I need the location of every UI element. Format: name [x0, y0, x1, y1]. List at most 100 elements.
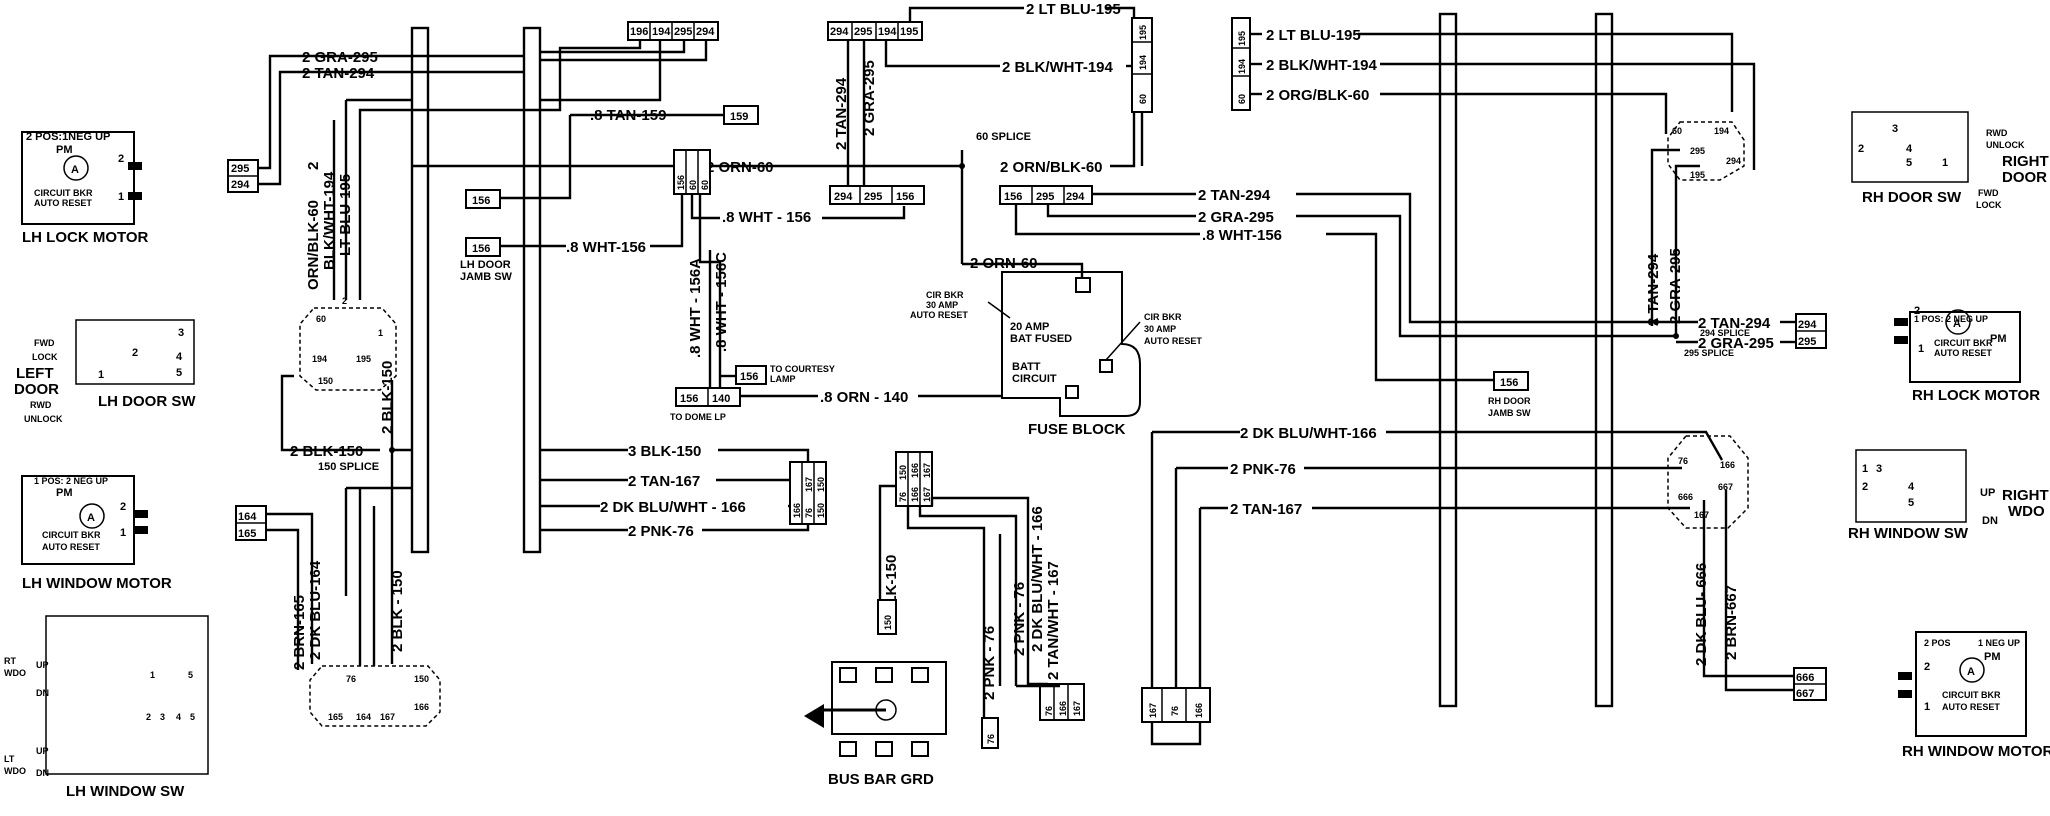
lh-window-motor-title: LH WINDOW MOTOR [22, 575, 172, 592]
reset-label: AUTO RESET [1934, 348, 1992, 358]
pin-label: 2 [132, 347, 138, 359]
wire-label: 2 BLK - 150 [389, 570, 406, 652]
pin-label: 150 [318, 376, 333, 386]
pin-label: 60 [316, 314, 326, 324]
pin-label: 1 [1942, 157, 1948, 169]
terminal-167: 167 [922, 463, 932, 478]
breaker-label: CIRCUIT BKR [1942, 690, 2001, 700]
pin-label: 1 [118, 191, 124, 203]
terminal-156: 156 [1500, 377, 1518, 389]
bus-bar-grd: BUS BAR GRD [804, 661, 947, 788]
terminal-box [877, 599, 897, 635]
lh-door-door: DOOR [14, 381, 59, 398]
lh-wsw-wdo: WDO [4, 668, 26, 678]
lh-lock-motor-title: LH LOCK MOTOR [22, 229, 149, 246]
terminal-194: 194 [652, 26, 671, 38]
pin-label: 3 [160, 712, 165, 722]
terminal-60: 60 [688, 180, 698, 190]
fuse-label: 30 AMP [1144, 324, 1176, 334]
lh-wsw-rt: RT [4, 656, 16, 666]
wire-label: 2 DK BLU-164 [307, 560, 324, 660]
pin-label: 3 [1876, 463, 1882, 475]
terminal-76: 76 [804, 508, 814, 518]
rh-door-unlock: UNLOCK [1986, 140, 2025, 150]
terminal-60: 60 [700, 180, 710, 190]
terminal-295: 295 [1798, 336, 1816, 348]
rh-window-terminals: 666 667 [1793, 667, 1827, 701]
wire-label: BLK/WHT-194 [321, 171, 338, 270]
bus-terminal [911, 667, 929, 683]
connector-outline [1667, 121, 1745, 181]
terminal-156: 156 [472, 195, 490, 207]
rh-lock-terminals: 294 295 [1795, 313, 1827, 349]
terminal-156: 156 [676, 175, 686, 190]
terminal-76: 76 [898, 492, 908, 502]
pin-label: 167 [1694, 510, 1709, 520]
pin-label: 4 [1908, 481, 1915, 493]
wire-label: 2 TAN-294 [302, 65, 375, 82]
top-connector-right: 195 194 60 [1231, 17, 1251, 111]
wire-label: 2 ORN-60 [706, 159, 774, 176]
rh-lock-motor-box [1909, 311, 2021, 383]
breaker-label: CIRCUIT BKR [1934, 338, 1993, 348]
terminal-195: 195 [1138, 25, 1148, 40]
pin-label: 5 [190, 712, 195, 722]
rh-window-motor: 2 POS 1 NEG UP PM A 2 1 CIRCUIT BKR AUTO… [1898, 631, 2050, 760]
motor-letter: A [87, 512, 95, 524]
pin-label: 2 [342, 296, 347, 306]
rh-window-motor-header: 1 NEG UP [1978, 638, 2020, 648]
lh-door-sw-title: LH DOOR SW [98, 393, 196, 410]
pin-label: 1 [1924, 701, 1930, 713]
fuse-label: AUTO RESET [910, 310, 968, 320]
lh-door-sw: FWD LOCK LEFT DOOR RWD UNLOCK 2 1 3 4 5 … [14, 319, 196, 424]
lh-window-motor-header: 1 POS: 2 NEG UP [34, 476, 108, 486]
pin-label: 666 [1678, 492, 1693, 502]
bus-bar-title: BUS BAR GRD [828, 771, 934, 788]
terminal-150: 150 [816, 477, 826, 492]
pin-label: 60 [1672, 126, 1682, 136]
motor-symbol [1959, 657, 1985, 683]
rh-door-sw-title: RH DOOR SW [1862, 189, 1962, 206]
wire-label: 2 ORG/BLK-60 [1266, 87, 1369, 104]
rh-door-sw: 3 2 4 5 1 RWD UNLOCK RIGHT DOOR FWD LOCK… [1851, 111, 2049, 210]
pin-label: 3 [178, 327, 184, 339]
pin-label: 1 [150, 670, 155, 680]
wire-label: 2 GRA-295 [302, 49, 378, 66]
wire-label: 2 TAN-294 [1698, 315, 1771, 332]
lh-lock-motor-box [21, 131, 135, 225]
fuse-block-outline [1001, 271, 1141, 417]
plug-terminal [1894, 318, 1908, 326]
terminal-166: 166 [1058, 701, 1068, 716]
rh-wdo-wdo: WDO [2008, 503, 2045, 520]
terminal-295: 295 [674, 26, 692, 38]
breaker-label: CIRCUIT BKR [42, 530, 101, 540]
splice-60: 60 SPLICE [976, 131, 1031, 143]
connector-outline [309, 665, 441, 727]
connector-box [789, 461, 827, 525]
rh-door-rwd: RWD [1986, 128, 2008, 138]
wire-label: .8 WHT-156 [1202, 227, 1282, 244]
courtesy-label: TO COURTESY [770, 364, 835, 374]
wire-label: 2 LT BLU-195 [1026, 1, 1121, 18]
fuse-terminal [1065, 385, 1079, 399]
pin-label: 167 [380, 712, 395, 722]
pin-label: 5 [176, 367, 182, 379]
inline-connector-156-60: 156 60 60 [673, 149, 711, 195]
lh-lock-motor: 2 POS:1NEG UP PM A 2 1 CIRCUIT BKR AUTO … [21, 131, 149, 246]
pin-label: 76 [1678, 456, 1688, 466]
reset-label: AUTO RESET [1942, 702, 2000, 712]
wire-label: 2 TAN-294 [1645, 253, 1662, 326]
lh-lock-motor-header: 2 POS:1NEG UP [26, 131, 110, 143]
fuse-label: BAT FUSED [1010, 333, 1072, 345]
terminal-294: 294 [1798, 319, 1817, 331]
lh-window-motor-box [21, 475, 135, 565]
pin-label: 194 [312, 354, 327, 364]
vertical-connector-top-mid: 195 194 60 [1131, 17, 1153, 113]
bus-terminal [839, 667, 857, 683]
fuse-label: CIRCUIT [1012, 373, 1057, 385]
terminal-167: 167 [1148, 703, 1158, 718]
terminal-159: 159 [730, 111, 748, 123]
rh-window-sw-box [1855, 449, 1967, 523]
reset-label: AUTO RESET [34, 198, 92, 208]
reset-label: AUTO RESET [42, 542, 100, 552]
